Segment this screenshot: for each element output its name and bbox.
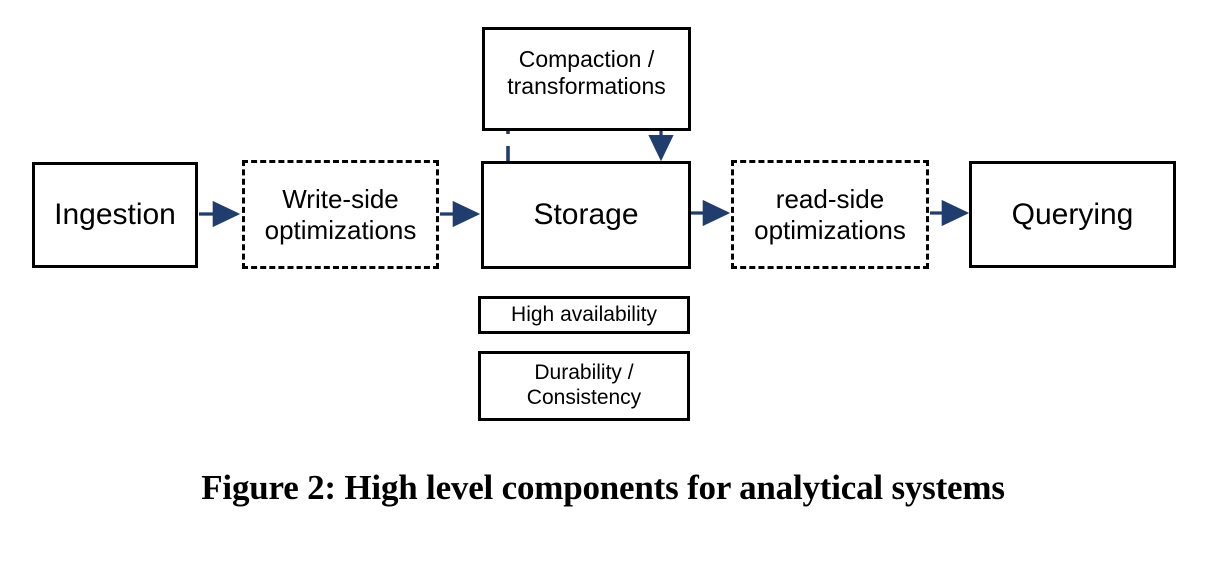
node-write-side-optimizations[interactable]: Write-side optimizations [242,160,439,269]
node-high-availability[interactable]: High availability [478,296,690,334]
node-durability-consistency-label: Durability / Consistency [526,361,642,409]
node-ingestion-label: Ingestion [54,198,176,232]
node-querying[interactable]: Querying [969,161,1176,268]
node-storage-label: Storage [533,198,639,232]
node-compaction-transformations-label: Compaction / transformations [507,46,666,100]
figure-caption: Figure 2: High level components for anal… [201,468,1005,507]
node-durability-consistency[interactable]: Durability / Consistency [478,351,690,421]
node-ingestion[interactable]: Ingestion [32,162,198,268]
node-high-availability-label: High availability [511,302,657,326]
node-read-side-optimizations-label: read-side optimizations [754,183,906,245]
node-write-side-optimizations-label: Write-side optimizations [264,183,417,245]
node-storage[interactable]: Storage [481,161,691,269]
node-compaction-transformations[interactable]: Compaction / transformations [482,27,691,131]
node-querying-label: Querying [1011,197,1134,231]
node-read-side-optimizations[interactable]: read-side optimizations [731,160,929,269]
